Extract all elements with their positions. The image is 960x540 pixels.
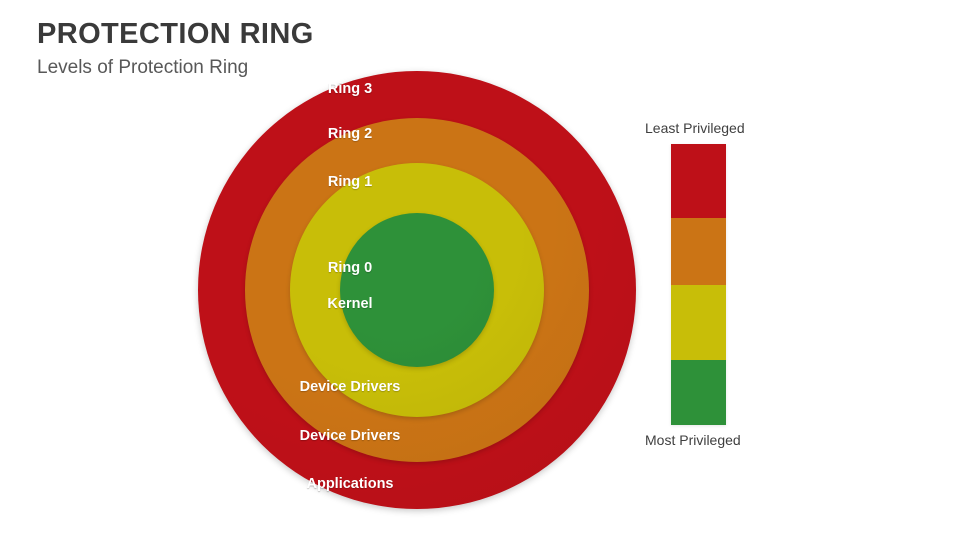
ring-circle-ring-0[interactable] (340, 213, 494, 367)
legend-segment-yellow (671, 284, 726, 360)
ring-label-ring-3-top: Ring 3 (327, 81, 373, 97)
legend-most-privileged-label: Most Privileged (645, 431, 741, 448)
page-subtitle: Levels of Protection Ring (37, 57, 249, 79)
page-title: PROTECTION RING (37, 18, 314, 50)
legend-segment-least-privileged-red (671, 143, 726, 218)
ring-label-ring-1-top: Ring 1 (327, 174, 373, 190)
ring-label-ring-3-content: Applications (306, 476, 394, 492)
ring-label-ring-2-content: Device Drivers (299, 428, 401, 444)
protection-ring-diagram: Ring 3 Applications Ring 2 Device Drivers Ri… (198, 71, 636, 509)
legend-segment-most-privileged-green (671, 359, 726, 425)
ring-label-ring-1-content: Device Drivers (299, 379, 401, 395)
slide-header: PROTECTION RING Levels of Protection Rin… (37, 18, 314, 80)
ring-label-ring-0-content: Kernel (327, 296, 373, 312)
ring-label-ring-2-top: Ring 2 (327, 126, 373, 142)
ring-label-ring-0-top: Ring 0 (327, 260, 373, 276)
legend-segment-orange (671, 217, 726, 285)
privilege-legend: Least Privileged Most Privileged (645, 120, 831, 449)
legend-least-privileged-label: Least Privileged (645, 120, 745, 136)
legend-color-bar (671, 143, 726, 425)
